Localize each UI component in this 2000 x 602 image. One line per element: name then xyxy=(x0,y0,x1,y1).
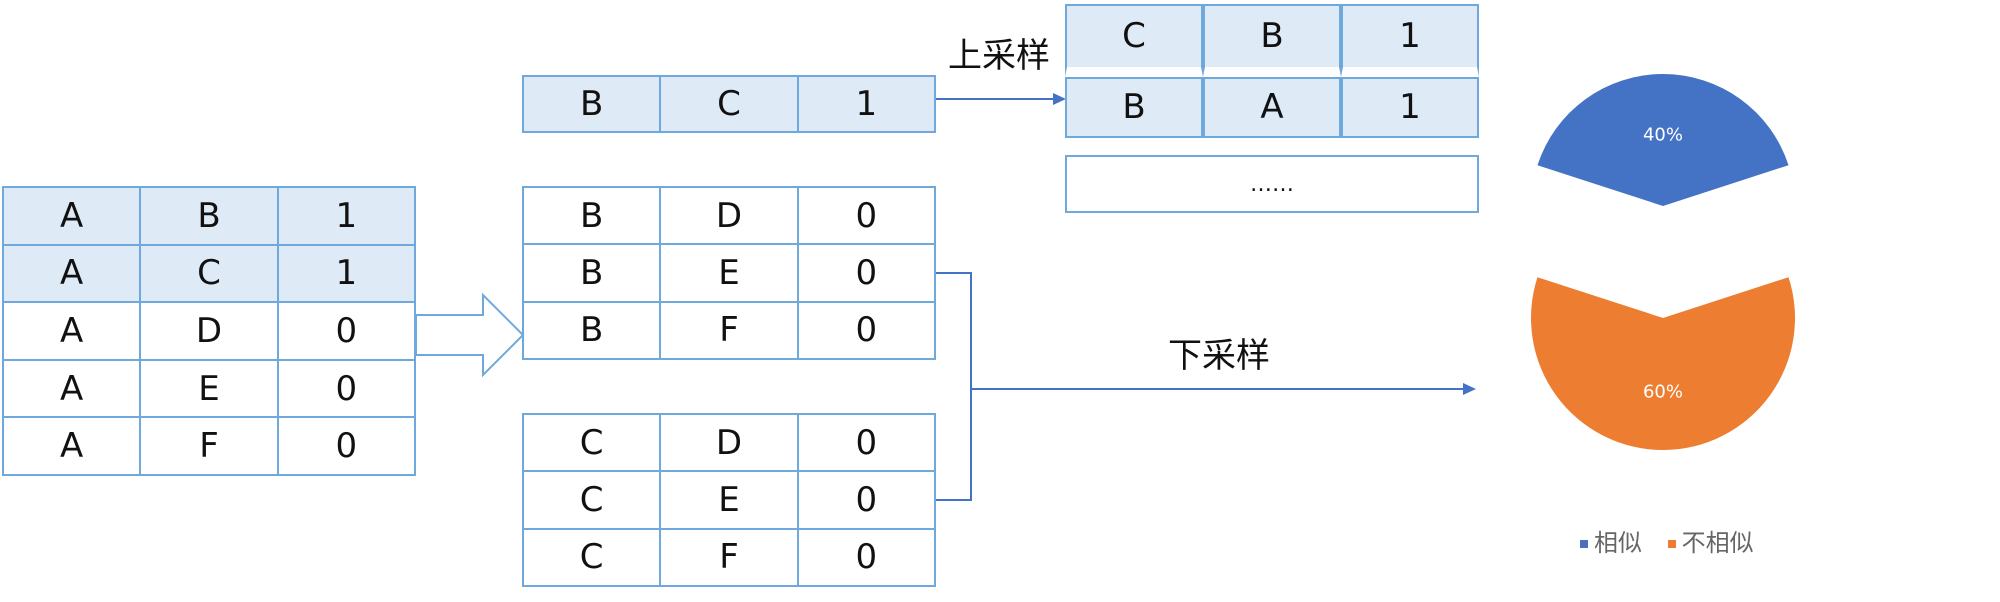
table-cell: D xyxy=(659,412,799,473)
table-cell: C xyxy=(521,412,662,473)
table-cell: B xyxy=(521,185,662,246)
table-cell: D xyxy=(659,185,799,246)
table-cell: 1 xyxy=(1341,76,1479,138)
downsample-arrowhead xyxy=(1463,383,1476,395)
table-cell: A xyxy=(1203,76,1341,138)
table-cell: 0 xyxy=(796,527,937,588)
table-cell: F xyxy=(659,300,799,361)
pie-slice-dissimilar xyxy=(1531,277,1795,450)
table-cell: 0 xyxy=(276,301,417,361)
table-cell: C xyxy=(659,75,799,133)
table-cell: 0 xyxy=(796,470,937,530)
table-cell: B xyxy=(521,300,662,361)
pie-legend: 相似 不相似 xyxy=(1580,523,1754,558)
table-cell: 1 xyxy=(796,75,937,133)
table-cell: A xyxy=(1,358,142,419)
table-cell: 0 xyxy=(796,300,937,361)
table-cell: 1 xyxy=(276,243,417,304)
pie-slice-similar xyxy=(1537,74,1789,207)
table-cell: F xyxy=(659,527,799,588)
downsample-bracket xyxy=(936,272,972,501)
table-cell: E xyxy=(659,243,799,303)
legend-label-similar: 相似 xyxy=(1594,529,1642,557)
table-cell: 1 xyxy=(1341,4,1479,77)
pie-data-label-similar: 40% xyxy=(1643,124,1683,145)
table-cell: B xyxy=(521,75,662,133)
table-cell: C xyxy=(139,243,279,304)
table-cell: D xyxy=(139,301,279,361)
table-cell: 0 xyxy=(796,185,937,246)
table-cell: C xyxy=(521,527,662,588)
table-cell: B xyxy=(139,186,279,246)
ellipsis-box: …… xyxy=(1065,155,1479,213)
table-cell: E xyxy=(139,358,279,419)
legend-label-dissimilar: 不相似 xyxy=(1681,529,1754,557)
table-cell: A xyxy=(1,416,142,476)
table-cell: A xyxy=(1,243,142,304)
upsample-label: 上采样 xyxy=(948,36,1050,76)
table-cell: B xyxy=(1203,4,1341,77)
table-cell: C xyxy=(1065,4,1203,77)
table-cell: C xyxy=(521,470,662,530)
table-cell: 1 xyxy=(276,186,417,246)
ellipsis-text: …… xyxy=(1065,155,1479,213)
legend-swatch-dissimilar xyxy=(1667,540,1676,548)
table-cell: F xyxy=(139,416,279,476)
table-cell: B xyxy=(521,243,662,303)
pie-data-label-dissimilar: 60% xyxy=(1643,382,1683,403)
pie-chart: 40% 60% xyxy=(1531,74,1795,450)
table-cell: 0 xyxy=(796,412,937,473)
table-cell: 0 xyxy=(276,416,417,476)
table-cell: A xyxy=(1,186,142,246)
block-arrow xyxy=(415,292,525,378)
table-cell: E xyxy=(659,470,799,530)
table-cell: B xyxy=(1065,76,1203,138)
table-cell: 0 xyxy=(796,243,937,303)
table-cell: 0 xyxy=(276,358,417,419)
table-cell: A xyxy=(1,301,142,361)
downsample-label: 下采样 xyxy=(1168,336,1270,376)
legend-swatch-similar xyxy=(1580,540,1588,548)
